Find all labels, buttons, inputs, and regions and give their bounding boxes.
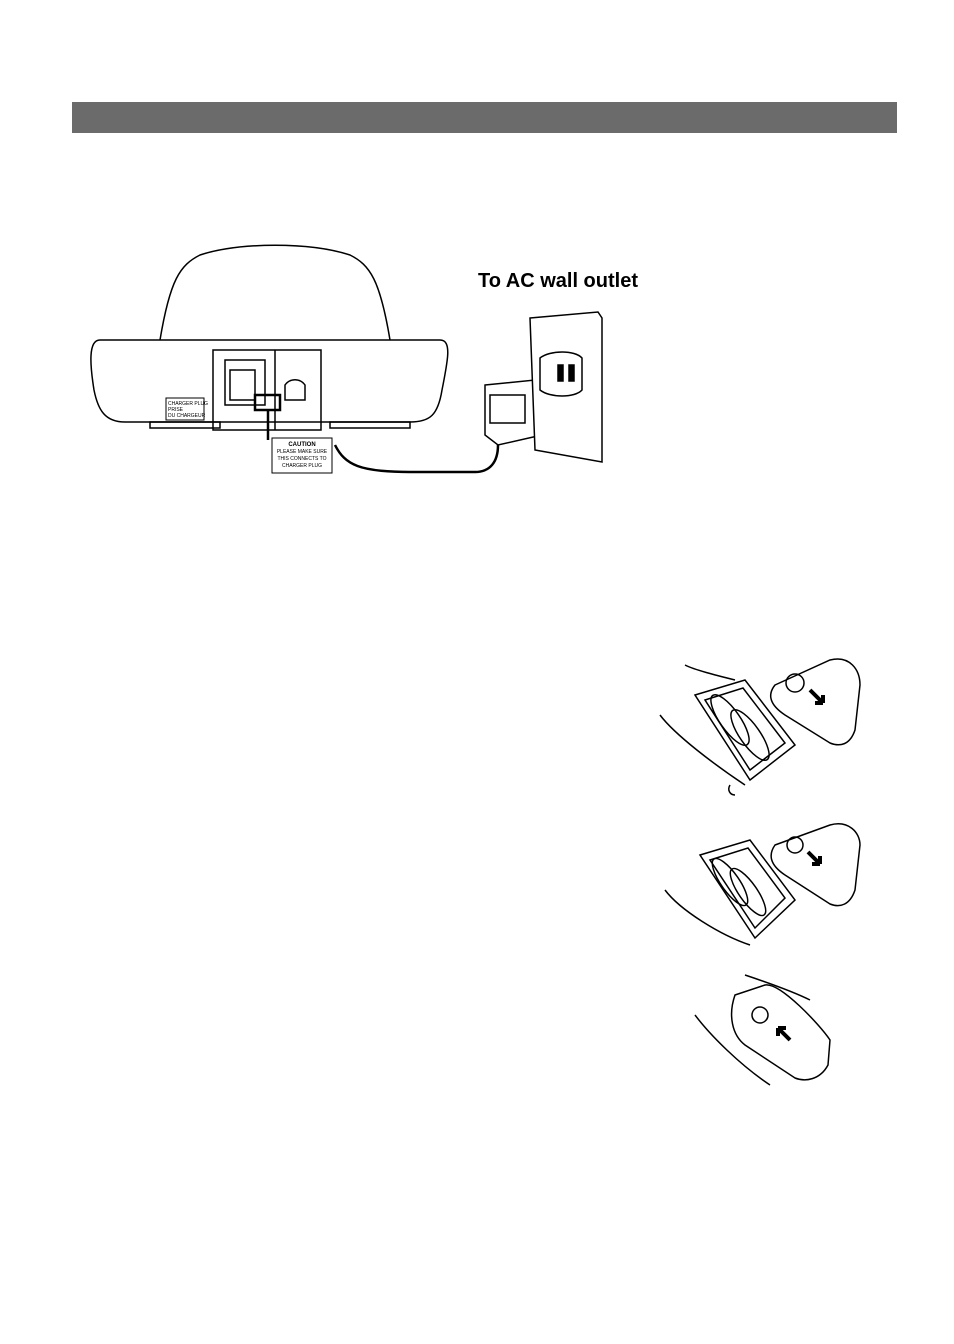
charger-plug xyxy=(253,393,282,412)
ac-outlet-caption: To AC wall outlet xyxy=(478,270,638,292)
phone-jack xyxy=(224,359,266,406)
caution-line-3: CHARGER PLUG xyxy=(282,463,322,469)
caution-line-1: PLEASE MAKE SURE xyxy=(277,449,328,455)
wall-outlet-plate xyxy=(529,311,603,463)
arrow-down-right-icon xyxy=(808,688,825,705)
charger-label-line-1: CHARGER PLUG xyxy=(168,401,208,407)
caution-line-2: THIS CONNECTS TO xyxy=(278,456,327,462)
base-foot-right xyxy=(329,421,411,429)
charger-label-line-2: PRISE xyxy=(168,407,184,413)
charger-label-line-3: DU CHARGEUR xyxy=(168,413,206,419)
charger-label-box xyxy=(165,397,205,421)
section-header-bar xyxy=(72,102,897,133)
battery-step-insert-batteries xyxy=(664,823,861,946)
caution-box xyxy=(271,437,333,474)
arrow-up-left-icon xyxy=(776,1026,792,1042)
base-connection-diagram: CHARGER PLUG PRISE DU CHARGEUR CAUTION P… xyxy=(90,244,603,474)
caution-title: CAUTION xyxy=(288,442,315,448)
base-dome xyxy=(159,244,391,341)
battery-step-close-cover xyxy=(694,974,831,1086)
arrow-down-right-icon xyxy=(806,850,822,866)
base-foot-left xyxy=(149,421,221,429)
battery-step-open-cover xyxy=(659,658,861,796)
